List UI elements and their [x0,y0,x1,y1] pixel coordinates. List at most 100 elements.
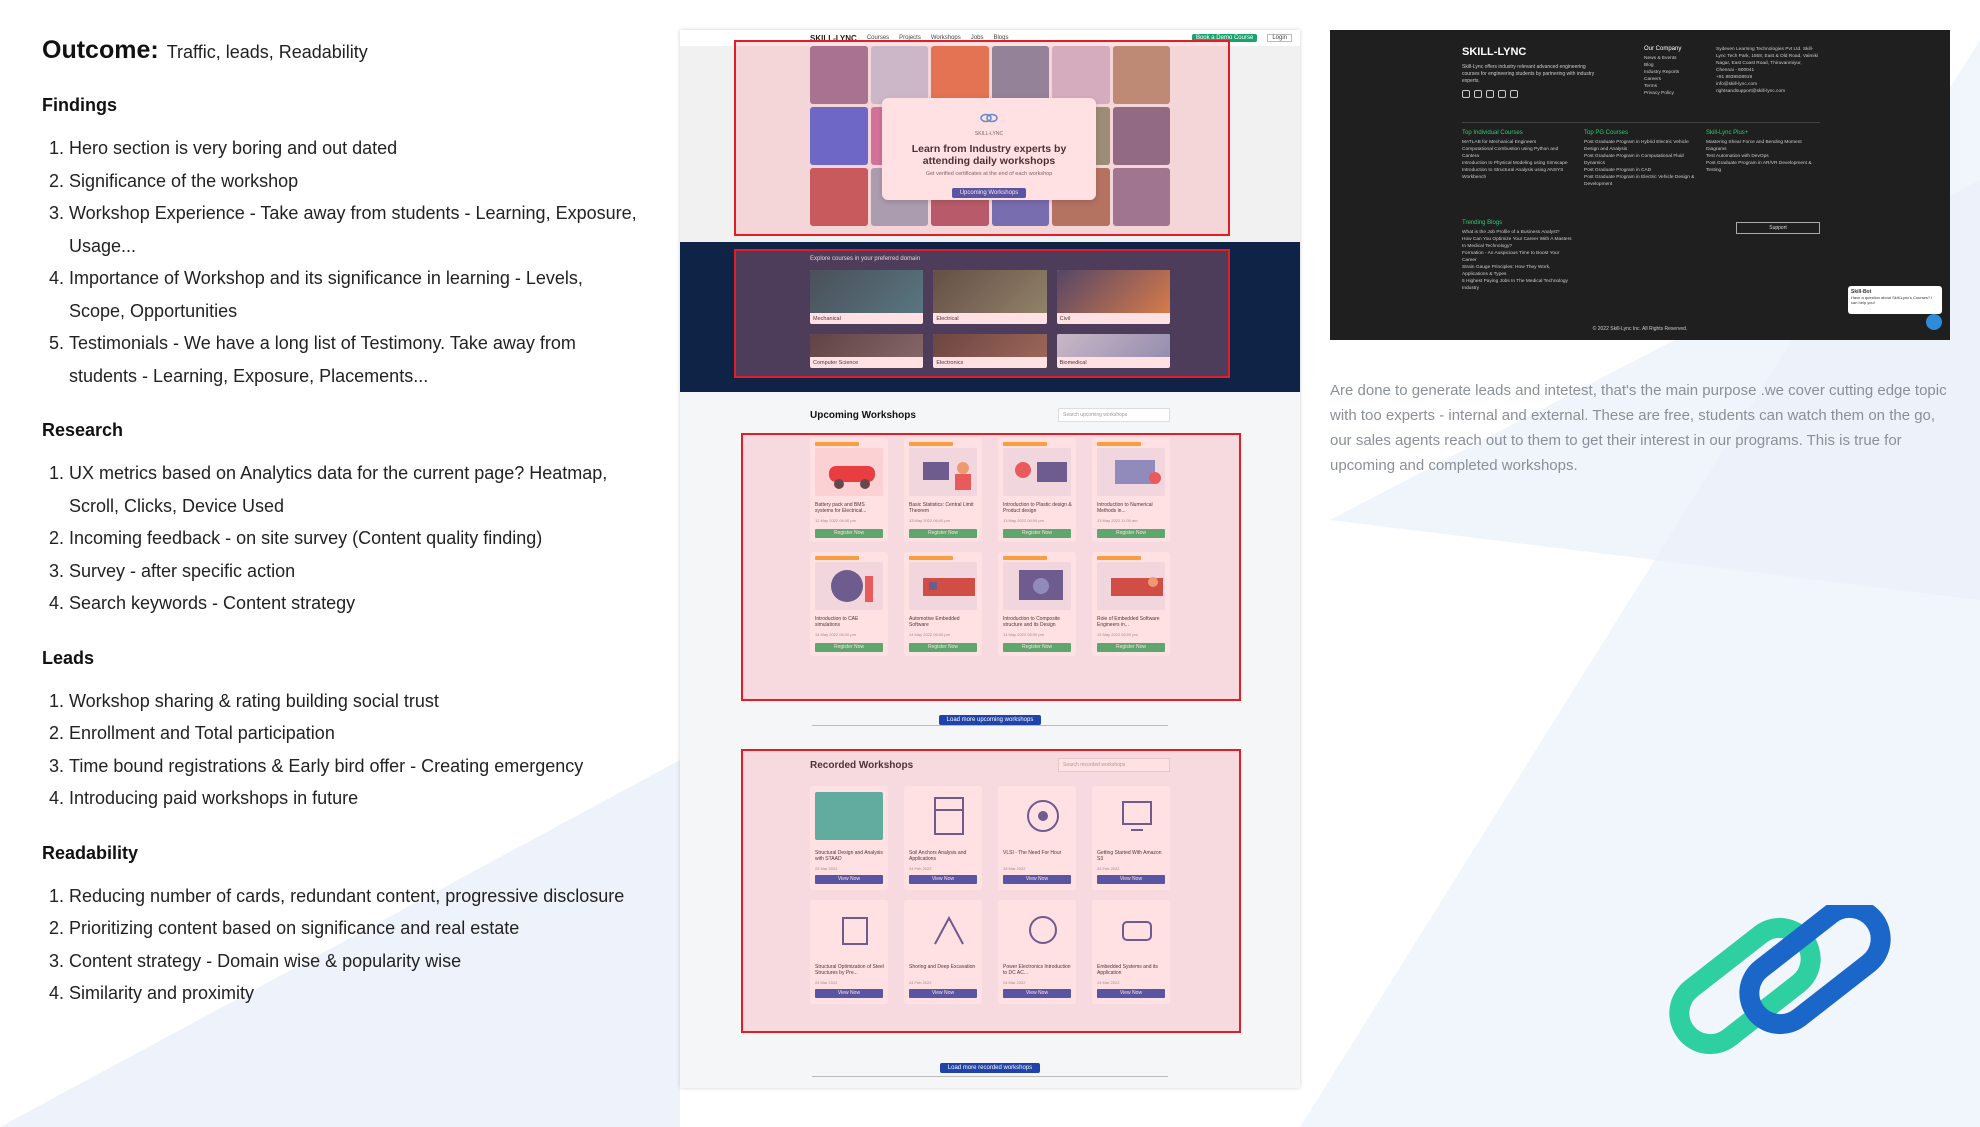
footer-link[interactable]: Post Graduate Program in CAD [1584,168,1652,173]
upcoming-search-input[interactable]: Search upcoming workshops [1058,408,1170,422]
nav-link[interactable]: Workshops [930,35,961,41]
footer-link[interactable]: What is the Job Profile of a Business An… [1462,230,1560,235]
register-button[interactable]: Register Now [1097,643,1165,652]
register-button[interactable]: Register Now [1097,529,1165,538]
footer-email[interactable]: info@skill-lync.com [1716,82,1758,87]
facebook-icon[interactable] [1462,90,1470,98]
domain-card[interactable]: Mechanical [810,270,924,324]
leads-title: Leads [42,647,95,668]
upcoming-title: Upcoming Workshops [810,410,916,421]
instagram-icon[interactable] [1474,90,1482,98]
hero-tile [991,46,1049,104]
view-now-button[interactable]: View Now [909,875,977,884]
login-button[interactable]: Login [1267,34,1292,42]
register-button[interactable]: Register Now [815,529,883,538]
workshop-title: Structural Optimization of Steel Structu… [815,964,884,976]
domain-card-label: Computer Science [813,360,859,366]
workshop-card[interactable]: Battery pack and BMS systems for Electri… [810,438,888,542]
nav-link[interactable]: Courses [866,35,890,41]
footer-link[interactable]: Formation - An Auspicious Time to Boost … [1462,251,1560,263]
domain-card[interactable]: Electrical [933,270,1047,324]
view-now-button[interactable]: View Now [815,989,883,998]
nav-link[interactable]: Blogs [993,35,1009,41]
upcoming-workshops-button[interactable]: Upcoming Workshops [951,188,1027,198]
footer-link[interactable]: Post Graduate Program in Electric Vehicl… [1584,175,1695,187]
footer-logo[interactable]: SKILL-LYNC [1462,46,1527,58]
footer-link[interactable]: Post Graduate Program in AR/VR Developme… [1706,161,1812,173]
footer-link[interactable]: Privacy Policy [1644,91,1674,96]
view-now-button[interactable]: View Now [815,875,883,884]
domain-card[interactable]: Biomedical [1056,334,1170,368]
workshop-date: 24 Feb 2022 [909,980,932,985]
recorded-card[interactable]: Power Electronics Introduction to DC AC.… [998,900,1076,1004]
workshop-title: VLSI - The Need For Hour [1003,850,1062,856]
view-now-button[interactable]: View Now [1003,989,1071,998]
domain-card[interactable]: Civil [1056,270,1170,324]
workshop-card[interactable]: Introduction to Composite structure and … [998,552,1076,656]
footer-link[interactable]: Post Graduate Program in Computational F… [1584,154,1684,166]
load-more-upcoming-button[interactable]: Load more upcoming workshops [938,715,1042,725]
footer-email[interactable]: rightsandsupport@skill-lync.com [1716,89,1786,94]
view-now-button[interactable]: View Now [909,989,977,998]
footer-link[interactable]: MATLAB for Mechanical Engineers [1462,140,1537,145]
footer-link[interactable]: News & Events [1644,56,1677,61]
linkedin-icon[interactable] [1510,90,1518,98]
support-button[interactable]: Support [1736,222,1820,234]
readability-item: Content strategy - Domain wise & popular… [69,945,642,978]
footer-company-column: Our Company News & Events Blog Industry … [1644,46,1690,97]
footer-link[interactable]: Introduction to Physical Modeling using … [1462,161,1568,166]
view-now-button[interactable]: View Now [1097,989,1165,998]
nav-link[interactable]: Jobs [970,35,984,41]
workshop-card[interactable]: Role of Embedded Software Engineers in..… [1092,552,1170,656]
site-logo[interactable]: SKILL-LYNC [810,33,857,43]
demo-button[interactable]: Book a Demo Course [1191,34,1258,42]
footer-link[interactable]: Blog [1644,63,1654,68]
load-more-recorded-button[interactable]: Load more recorded workshops [939,1063,1041,1073]
recorded-card[interactable]: Structural Design and Analysis with STAA… [810,786,888,890]
nav-link[interactable]: Projects [899,35,921,41]
register-button[interactable]: Register Now [1003,529,1071,538]
register-button[interactable]: Register Now [909,643,977,652]
view-now-button[interactable]: View Now [1003,875,1071,884]
footer-link[interactable]: Computational Combustion using Python an… [1462,147,1559,159]
recorded-search-input[interactable]: Search recorded workshops [1058,758,1170,772]
domain-card[interactable]: Computer Science [810,334,924,368]
footer-link[interactable]: Test Automation with DevOps [1706,154,1769,159]
footer-link[interactable]: Introduction to Structural Analysis usin… [1462,168,1564,180]
workshop-card[interactable]: Introduction to Plastic design & Product… [998,438,1076,542]
footer-link[interactable]: 5 Highest Paying Jobs In The Medical Tec… [1462,279,1568,291]
register-button[interactable]: Register Now [1003,643,1071,652]
workshop-title: Introduction to Numerical Methods in... [1097,502,1153,514]
footer-link[interactable]: Strain Gauge Principles: How They Work, … [1462,265,1551,277]
footer-link[interactable]: How Can You Optimize Your Career With A … [1462,237,1572,249]
outcome-line: Outcome: Traffic, leads, Readability [42,36,642,65]
footer-link[interactable]: Careers [1644,77,1662,82]
twitter-icon[interactable] [1486,90,1494,98]
chat-bubble-icon[interactable] [1926,314,1942,330]
workshop-title: Embedded Systems and its Application [1097,964,1158,976]
domain-card[interactable]: Electronics [933,334,1047,368]
hero-tile [1112,46,1170,104]
recorded-card[interactable]: Structural Optimization of Steel Structu… [810,900,888,1004]
register-button[interactable]: Register Now [815,643,883,652]
register-button[interactable]: Register Now [909,529,977,538]
footer-link[interactable]: Terms [1644,84,1658,89]
findings-item: Hero section is very boring and out date… [69,132,642,165]
research-item: Search keywords - Content strategy [69,587,642,620]
footer-link[interactable]: Mastering Shear Force and Bending Moment… [1706,140,1802,152]
footer-link[interactable]: Post Graduate Program in Hybrid Electric… [1584,140,1689,152]
research-title: Research [42,420,124,440]
footer-link[interactable]: Industry Reports [1644,70,1680,75]
workshop-card[interactable]: Introduction to Numerical Methods in...1… [1092,438,1170,542]
view-now-button[interactable]: View Now [1097,875,1165,884]
youtube-icon[interactable] [1498,90,1506,98]
